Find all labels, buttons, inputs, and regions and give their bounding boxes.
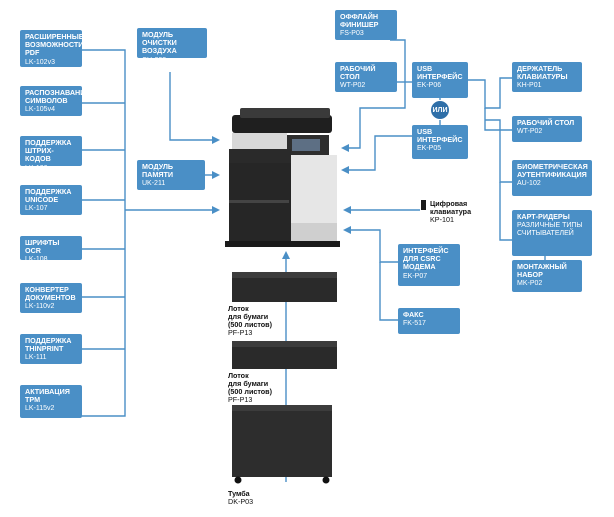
tray-label-2: Лоток для бумаги (500 листов) PF-P13 — [228, 372, 272, 404]
option-box-usb-p06: USB ИНТЕРФЕЙС EK-P06 — [412, 62, 468, 98]
option-box-worktable-top: РАБОЧИЙ СТОЛ WT-P02 — [335, 62, 397, 92]
option-code: LK-108 — [25, 256, 48, 264]
option-code: UK-211 — [142, 180, 166, 188]
option-box-worktable-right: РАБОЧИЙ СТОЛ WT-P02 — [512, 116, 582, 142]
option-code: LK-111 — [25, 354, 47, 362]
option-code: AU-102 — [517, 180, 541, 188]
option-title: АКТИВАЦИЯ TPM — [25, 387, 70, 405]
option-code: CU-202 — [142, 56, 167, 64]
option-box-keyboard-holder: ДЕРЖАТЕЛЬ КЛАВИАТУРЫ KH-P01 — [512, 62, 582, 92]
tray-code: PF-P13 — [228, 328, 253, 337]
keypad-code: KP-101 — [430, 215, 454, 224]
option-code: EK-P07 — [403, 272, 428, 280]
option-code: РАЗЛИЧНЫЕ ТИПЫ СЧИТЫВАТЕЛЕЙ — [517, 222, 583, 238]
option-box-usb-p05: USB ИНТЕРФЕЙС EK-P05 — [412, 125, 468, 159]
option-code: LK-106 — [25, 164, 48, 172]
option-box-ocr: РАСПОЗНАВАНИЕ СИМВОЛОВ LK-105v4 — [20, 86, 91, 116]
option-title: РАБОЧИЙ СТОЛ — [340, 64, 376, 82]
option-title: КАРТ-РИДЕРЫ — [517, 212, 570, 221]
option-code: EK-P06 — [417, 82, 442, 90]
option-box-ocr-fonts: ШРИФТЫ OCR LK-108 — [20, 236, 82, 263]
option-title: МОДУЛЬ ОЧИСТКИ ВОЗДУХА — [142, 30, 177, 56]
option-title: ДЕРЖАТЕЛЬ КЛАВИАТУРЫ — [517, 64, 568, 82]
option-code: EK-P05 — [417, 145, 442, 153]
or-badge: ИЛИ — [430, 100, 450, 120]
option-title: РАБОЧИЙ СТОЛ — [517, 118, 575, 127]
option-title: МОНТАЖНЫЙ НАБОР — [517, 262, 567, 280]
option-title: ШРИФТЫ OCR — [25, 238, 60, 256]
tray-label-cabinet: Тумба DK-P03 — [228, 490, 253, 506]
keypad-title: Цифровая клавиатура — [430, 199, 472, 216]
option-code: FS-P03 — [340, 30, 364, 38]
option-box-csrc-modem: ИНТЕРФЕЙС ДЛЯ CSRC МОДЕМА EK-P07 — [398, 244, 460, 286]
option-box-air-cleaner: МОДУЛЬ ОЧИСТКИ ВОЗДУХА CU-202 — [137, 28, 207, 64]
option-code: LK-107 — [25, 205, 48, 213]
option-code: LK-110v2 — [25, 303, 55, 311]
tray-title: Тумба — [228, 489, 250, 498]
option-title: ПОДДЕРЖКА THINPRINT — [25, 336, 72, 354]
tray-title: Лоток для бумаги (500 листов) — [228, 371, 272, 396]
option-box-tpm: АКТИВАЦИЯ TPM LK-115v2 — [20, 385, 82, 418]
option-box-converter: КОНВЕРТЕР ДОКУМЕНТОВ LK-110v2 — [20, 283, 82, 313]
option-title: ПОДДЕРЖКА ШТРИХ-КОДОВ — [25, 138, 72, 164]
fax-keypad-illustration — [421, 200, 426, 210]
option-title: МОДУЛЬ ПАМЯТИ — [142, 162, 174, 180]
option-title: КОНВЕРТЕР ДОКУМЕНТОВ — [25, 285, 76, 303]
option-box-biometric: БИОМЕТРИЧЕСКАЯ АУТЕНТИФИКАЦИЯ AU-102 — [512, 160, 592, 196]
option-box-thinprint: ПОДДЕРЖКА THINPRINT LK-111 — [20, 334, 82, 364]
option-title: БИОМЕТРИЧЕСКАЯ АУТЕНТИФИКАЦИЯ — [517, 162, 588, 180]
option-box-barcode: ПОДДЕРЖКА ШТРИХ-КОДОВ LK-106 — [20, 136, 82, 172]
option-box-pdf: РАСШИРЕННЫЕ ВОЗМОЖНОСТИ PDF LK-102v3 — [20, 30, 84, 67]
option-title: ИНТЕРФЕЙС ДЛЯ CSRC МОДЕМА — [403, 246, 449, 272]
option-code: FK-517 — [403, 320, 426, 328]
option-title: USB ИНТЕРФЕЙС — [417, 127, 463, 145]
option-box-memory: МОДУЛЬ ПАМЯТИ UK-211 — [137, 160, 205, 190]
option-title: РАСПОЗНАВАНИЕ СИМВОЛОВ — [25, 88, 91, 106]
option-title: ФАКС — [403, 310, 424, 319]
option-code: WT-P02 — [517, 128, 543, 136]
option-title: USB ИНТЕРФЕЙС — [417, 64, 463, 82]
option-code: MK-P02 — [517, 280, 543, 288]
option-code: LK-102v3 — [25, 58, 55, 66]
option-title: РАСШИРЕННЫЕ ВОЗМОЖНОСТИ PDF — [25, 32, 84, 58]
option-box-offline-finisher: ОФФЛАЙН ФИНИШЕР FS-P03 — [335, 10, 397, 40]
option-code: WT-P02 — [340, 82, 366, 90]
option-box-mounting-kit: МОНТАЖНЫЙ НАБОР MK-P02 — [512, 260, 582, 292]
option-box-card-readers: КАРТ-РИДЕРЫ РАЗЛИЧНЫЕ ТИПЫ СЧИТЫВАТЕЛЕЙ — [512, 210, 592, 256]
tray-code: DK-P03 — [228, 497, 254, 506]
mfp-device-illustration — [225, 108, 340, 484]
option-code: LK-105v4 — [25, 106, 55, 114]
option-code: KH-P01 — [517, 82, 542, 90]
option-box-fax: ФАКС FK-517 — [398, 308, 460, 334]
option-code: LK-115v2 — [25, 405, 55, 413]
tray-title: Лоток для бумаги (500 листов) — [228, 304, 272, 329]
tray-code: PF-P13 — [228, 395, 253, 404]
tray-label-1: Лоток для бумаги (500 листов) PF-P13 — [228, 305, 272, 337]
keypad-label: Цифровая клавиатура KP-101 — [430, 200, 471, 224]
option-title: ПОДДЕРЖКА UNICODE — [25, 187, 72, 205]
option-box-unicode: ПОДДЕРЖКА UNICODE LK-107 — [20, 185, 82, 215]
option-title: ОФФЛАЙН ФИНИШЕР — [340, 12, 379, 30]
